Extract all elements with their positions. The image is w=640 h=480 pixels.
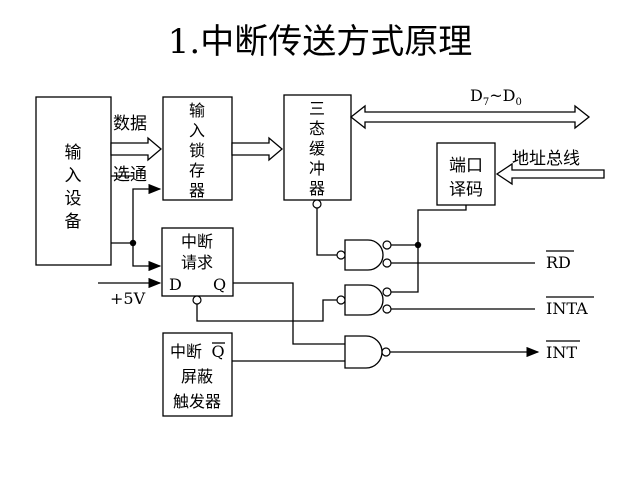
address-bus-label: 地址总线 xyxy=(512,149,580,169)
inta-gate-input-bubble-2 xyxy=(382,304,392,314)
data-bus-label: D7~D0 xyxy=(470,86,522,108)
input-device-char-1: 输 xyxy=(65,143,82,163)
plus5v-label: +5V xyxy=(110,289,146,308)
tristate-buffer-box xyxy=(283,94,352,201)
interrupt-request-q-label: Q xyxy=(213,275,226,294)
tristate-buffer-char-1: 三 xyxy=(309,99,325,118)
inta-clear-wire xyxy=(196,299,337,322)
interrupt-mask-line-3: 触发器 xyxy=(173,392,221,411)
rd-signal-label: RD xyxy=(546,253,571,272)
input-device-char-3: 设 xyxy=(65,189,82,209)
decoder-junction xyxy=(414,241,422,249)
strobe-to-request-wire xyxy=(132,243,162,272)
input-device-char-4: 备 xyxy=(65,212,82,232)
data-label: 数据 xyxy=(113,114,147,134)
interrupt-request-line-2: 请求 xyxy=(181,253,213,272)
input-device-char-2: 入 xyxy=(65,166,82,186)
tristate-buffer-char-5: 器 xyxy=(309,179,325,198)
input-latch-char-3: 锁 xyxy=(189,141,205,160)
strobe-to-latch-wire xyxy=(111,183,162,244)
buffer-enable-wire xyxy=(316,208,337,256)
rd-gate-output-bubble xyxy=(336,250,346,260)
int-gate-output-bubble xyxy=(381,347,391,357)
port-decoder-line-1: 端口 xyxy=(449,156,483,176)
interrupt-mask-qbar-label: Q xyxy=(211,342,224,361)
tristate-buffer-char-2: 态 xyxy=(309,119,325,138)
tristate-buffer-char-4: 冲 xyxy=(309,159,325,178)
data-arrow-latch-to-buffer xyxy=(231,136,284,162)
input-device-box xyxy=(35,96,112,266)
input-latch-box xyxy=(162,96,233,201)
input-latch-char-4: 存 xyxy=(189,161,205,180)
interrupt-request-d-label: D xyxy=(169,275,182,294)
input-latch-char-1: 输 xyxy=(189,101,205,120)
input-latch-char-5: 器 xyxy=(189,181,205,200)
rd-gate-input-bubble-2 xyxy=(382,258,392,268)
decoder-output-wire xyxy=(391,205,467,293)
interrupt-mask-box xyxy=(162,332,233,417)
interrupt-request-line-1: 中断 xyxy=(181,232,213,251)
inta-signal-label: INTA xyxy=(546,299,588,318)
strobe-junction xyxy=(129,239,137,247)
request-q-to-int-gate-wire xyxy=(233,282,345,345)
strobe-label: 选通 xyxy=(113,165,147,185)
input-latch-char-2: 入 xyxy=(189,121,205,140)
rd-gate-input-bubble-1 xyxy=(382,240,392,250)
int-signal-label: INT xyxy=(546,343,577,362)
address-bus-arrow xyxy=(495,162,605,186)
interrupt-request-clear-bubble xyxy=(192,295,202,305)
inta-gate-input-bubble-1 xyxy=(382,287,392,297)
data-bus-arrow xyxy=(349,104,591,130)
interrupt-mask-line-2: 屏蔽 xyxy=(181,367,213,386)
buffer-enable-bubble xyxy=(312,199,322,209)
tristate-buffer-char-3: 缓 xyxy=(309,139,325,158)
interrupt-mask-line-1: 中断 xyxy=(170,342,202,361)
inta-gate-output-bubble xyxy=(336,295,346,305)
port-decoder-line-2: 译码 xyxy=(449,180,483,200)
rd-nand-gate xyxy=(344,239,384,271)
data-arrow-device-to-latch xyxy=(110,136,163,162)
int-nand-gate xyxy=(344,335,383,369)
inta-nand-gate xyxy=(344,284,384,316)
page-title: 1.中断传送方式原理 xyxy=(167,22,473,62)
